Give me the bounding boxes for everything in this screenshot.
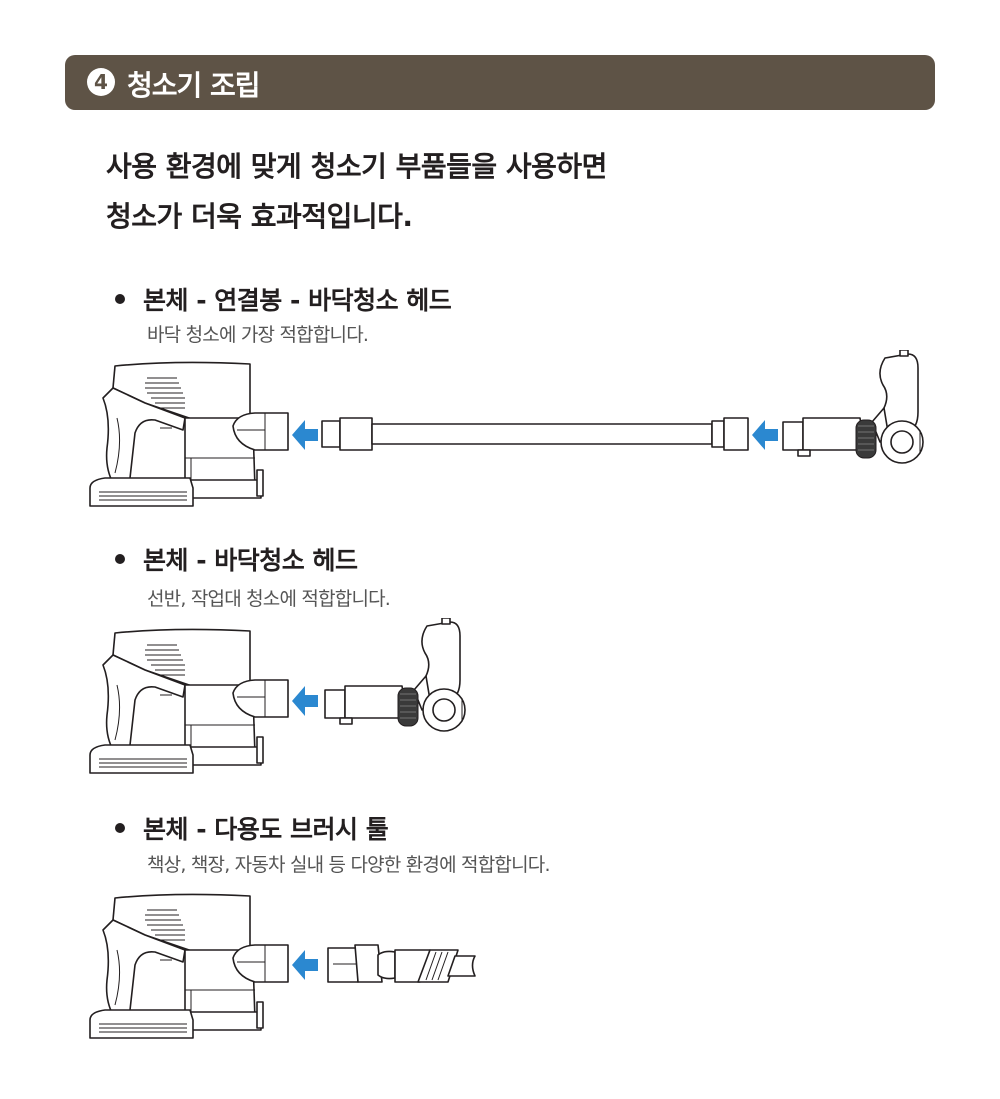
section-header: 4 청소기 조립 (65, 55, 935, 110)
bullet-title-text: 본체 - 다용도 브러시 툴 (143, 815, 389, 844)
vacuum-body-illustration (89, 893, 289, 1039)
bullet-title-1: 본체 - 연결봉 - 바닥청소 헤드 (115, 281, 452, 317)
bullet-title-2: 본체 - 바닥청소 헤드 (115, 541, 358, 577)
step-number-badge: 4 (87, 68, 115, 96)
bullet-dot (115, 554, 125, 564)
bullet-dot (115, 294, 125, 304)
extension-wand-illustration (321, 417, 749, 451)
intro-line-2: 청소가 더욱 효과적입니다. (106, 200, 413, 233)
insert-arrow-icon (292, 950, 318, 980)
bullet-title-text: 본체 - 연결봉 - 바닥청소 헤드 (143, 286, 452, 315)
intro-line-1: 사용 환경에 맞게 청소기 부품들을 사용하면 (106, 150, 607, 183)
bullet-description-1: 바닥 청소에 가장 적합합니다. (147, 324, 369, 346)
section-title: 청소기 조립 (127, 69, 261, 102)
bullet-title-text: 본체 - 바닥청소 헤드 (143, 546, 358, 575)
bullet-description-2: 선반, 작업대 청소에 적합합니다. (147, 588, 391, 610)
bullet-dot (115, 823, 125, 833)
bullet-title-3: 본체 - 다용도 브러시 툴 (115, 810, 389, 846)
bullet-description-3: 책상, 책장, 자동차 실내 등 다양한 환경에 적합합니다. (147, 854, 550, 876)
multi-brush-tool-illustration (327, 944, 476, 983)
